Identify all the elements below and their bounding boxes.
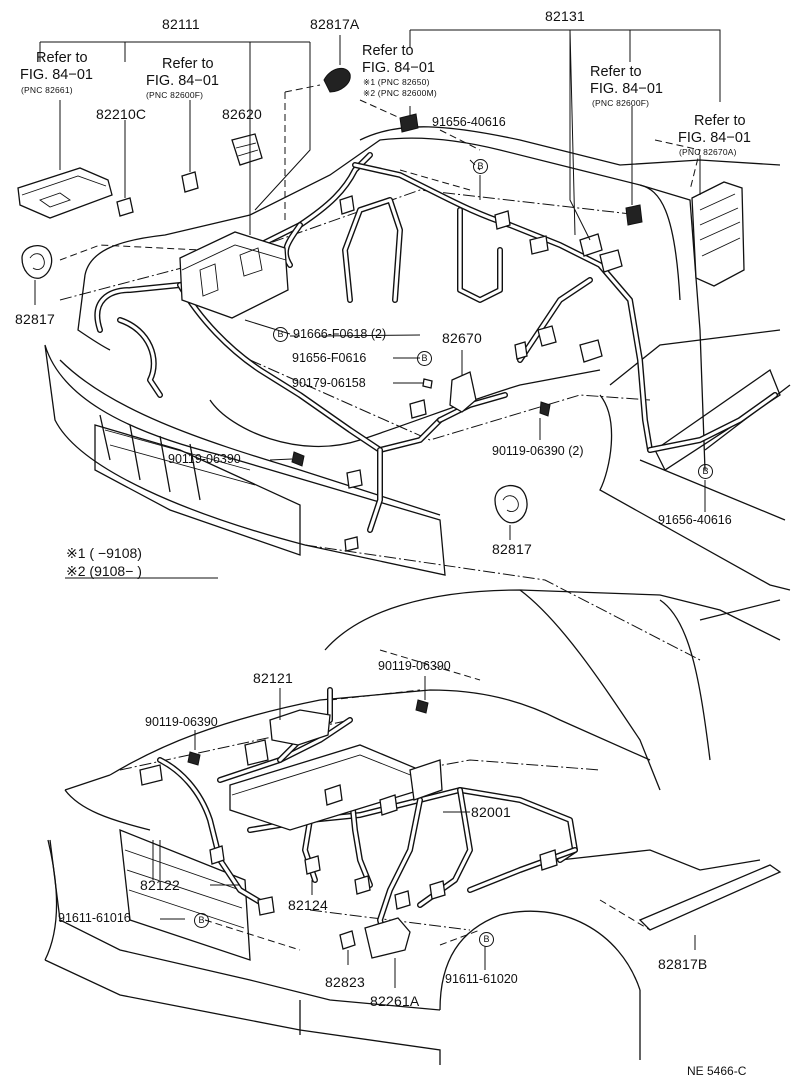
ref-4-line2: FIG. 84−01	[590, 81, 663, 97]
ref-5-pnc: (PNC 82670A)	[679, 147, 737, 157]
ref-4-line1: Refer to	[590, 64, 642, 80]
label-82122: 82122	[140, 877, 180, 893]
label-82124: 82124	[288, 897, 328, 913]
top-parts	[17, 67, 745, 552]
ref-1-pnc: (PNC 82661)	[21, 85, 73, 95]
bolt-marker-b: B	[417, 351, 432, 366]
label-82817-left: 82817	[15, 311, 55, 327]
bottom-vehicle-body	[44, 589, 782, 1065]
label-91611-61020: 91611-61020	[445, 972, 518, 986]
ref-3-pnc2: ※2 (PNC 82600M)	[363, 88, 437, 98]
label-91656-40616-top: 91656-40616	[432, 115, 506, 129]
ref-2-line1: Refer to	[162, 56, 214, 72]
note-2: ※2 (9108− )	[66, 563, 142, 579]
label-82670: 82670	[442, 330, 482, 346]
label-91656-f0616: 91656-F0616	[292, 351, 367, 365]
label-82131: 82131	[545, 8, 585, 24]
ref-2-line2: FIG. 84−01	[146, 73, 219, 89]
label-82001: 82001	[471, 804, 511, 820]
ref-3-line1: Refer to	[362, 43, 414, 59]
figure-code: NE 5466-C	[687, 1064, 747, 1078]
top-leader-lines	[34, 29, 721, 540]
ref-5-line1: Refer to	[694, 113, 746, 129]
bolt-marker-b: B	[698, 464, 713, 479]
label-90119-06390-a: 90119-06390	[145, 715, 218, 729]
bottom-parts	[139, 699, 558, 959]
bottom-wire-harness	[157, 687, 578, 943]
label-90119-06390-b: 90119-06390	[378, 659, 451, 673]
label-82620: 82620	[222, 106, 262, 122]
label-90179-06158: 90179-06158	[292, 376, 366, 390]
ref-3-line2: FIG. 84−01	[362, 60, 435, 76]
ref-1-line2: FIG. 84−01	[20, 67, 93, 83]
label-82823: 82823	[325, 974, 365, 990]
ref-1-line1: Refer to	[36, 50, 88, 66]
label-91656-40616-bottom: 91656-40616	[658, 513, 732, 527]
label-82210c: 82210C	[96, 106, 147, 122]
note-1: ※1 ( −9108)	[66, 545, 142, 561]
label-82817b: 82817B	[658, 956, 708, 972]
ref-4-pnc: (PNC 82600F)	[592, 98, 650, 108]
label-90119-06390-left: 90119-06390	[168, 452, 241, 466]
bolt-marker-b: B	[194, 913, 209, 928]
label-82817a: 82817A	[310, 16, 360, 32]
label-90119-06390-right: 90119-06390 (2)	[492, 444, 584, 458]
label-82111: 82111	[162, 16, 200, 32]
bolt-marker-b: B	[473, 159, 488, 174]
ref-3-pnc1: ※1 (PNC 82650)	[363, 77, 430, 87]
label-82261a: 82261A	[370, 993, 420, 1009]
label-82121: 82121	[253, 670, 293, 686]
bottom-leader-lines	[152, 676, 696, 988]
label-91666-f0618: 91666-F0618 (2)	[293, 327, 387, 341]
label-91611-61016: 91611-61016	[58, 911, 131, 925]
bolt-marker-b: B	[479, 932, 494, 947]
ref-5-line2: FIG. 84−01	[678, 130, 751, 146]
ref-2-pnc: (PNC 82600F)	[146, 90, 204, 100]
bolt-marker-b: B	[273, 327, 288, 342]
label-82817-right: 82817	[492, 541, 532, 557]
